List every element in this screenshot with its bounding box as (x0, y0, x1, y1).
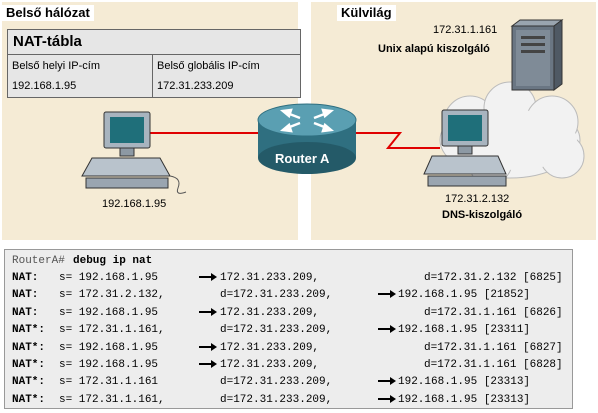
dns-server-icon (423, 109, 507, 187)
nat-inside-local-value: 192.168.1.95 (12, 80, 77, 92)
debug-line-translated: 172.31.233.209, (220, 341, 320, 354)
debug-command: debug ip nat (73, 255, 153, 267)
nat-inside-local-header: Belső helyi IP-cím (12, 60, 101, 72)
debug-line-destination: d=172.31.1.161 [6828] (424, 359, 563, 371)
debug-line-destination: d=172.31.1.161 [6827] (424, 341, 563, 354)
pc-icon (81, 111, 187, 194)
debug-line-source: s= 172.31.1.161, (59, 324, 165, 337)
nat-inside-global-header: Belső globális IP-cím (157, 60, 260, 72)
debug-prompt: RouterA# (12, 255, 65, 267)
debug-line-translated: 172.31.233.209, (220, 306, 320, 319)
nat-inside-global-value: 172.31.233.209 (157, 80, 234, 92)
debug-line-prefix: NAT*: (12, 376, 46, 389)
debug-line-prefix: NAT*: (12, 393, 46, 406)
nat-table: NAT-tábla Belső helyi IP-cím Belső globá… (7, 29, 301, 98)
debug-console: RouterA# debug ip nat NAT: s= 192.168.1.9… (4, 249, 573, 409)
debug-line-destination: d=172.31.1.161 [6826] (424, 306, 563, 319)
debug-line-source: s= 172.31.1.161 (59, 376, 159, 389)
nat-table-column-divider (152, 54, 153, 97)
debug-line-destination: 192.168.1.95 [21852] (398, 289, 531, 302)
debug-line-source: s= 192.168.1.95 (59, 341, 159, 354)
debug-line-prefix: NAT*: (12, 324, 46, 337)
network-diagram (81, 19, 585, 194)
debug-line-translated: 172.31.233.209, (220, 272, 320, 284)
debug-line-translated: d=172.31.233.209, (220, 376, 333, 389)
debug-line-translated: d=172.31.233.209, (220, 393, 333, 406)
debug-line-source: s= 192.168.1.95 (59, 272, 159, 284)
debug-line-source: s= 192.168.1.95 (59, 306, 159, 319)
debug-line-destination: 192.168.1.95 [23313] (398, 376, 531, 389)
debug-line-translated: 172.31.233.209, (220, 359, 320, 371)
debug-line-source: s= 192.168.1.95 (59, 359, 159, 371)
unix-server-icon (510, 19, 564, 91)
router-icon (257, 103, 357, 174)
debug-line-prefix: NAT: (12, 306, 39, 319)
unix-server-ip-label: 172.31.1.161 (433, 24, 498, 36)
inside-network-title: Belső hálózat (2, 5, 94, 21)
pc-ip-label: 192.168.1.95 (102, 198, 167, 210)
debug-line-prefix: NAT: (12, 272, 39, 284)
nat-table-title: NAT-tábla (13, 33, 82, 50)
debug-line-translated: d=172.31.233.209, (220, 289, 333, 302)
debug-line-prefix: NAT: (12, 289, 39, 302)
debug-line-destination: d=172.31.2.132 [6825] (424, 272, 563, 284)
dns-server-name-label: DNS-kiszolgáló (442, 209, 523, 221)
outside-world-title: Külvilág (337, 5, 396, 21)
router-wan-link (355, 132, 440, 149)
dns-server-ip-label: 172.31.2.132 (445, 193, 510, 205)
debug-command-line: RouterA# debug ip nat (12, 253, 152, 269)
debug-line-source: s= 172.31.2.132, (59, 289, 165, 302)
unix-server-name-label: Unix alapú kiszolgáló (378, 43, 490, 55)
debug-line-translated: d=172.31.233.209, (220, 324, 333, 337)
debug-line-prefix: NAT*: (12, 359, 46, 371)
debug-line-destination: 192.168.1.95 [23311] (398, 324, 531, 337)
debug-line-prefix: NAT*: (12, 341, 46, 354)
nat-table-divider (8, 54, 300, 55)
debug-line-destination: 192.168.1.95 [23313] (398, 393, 531, 406)
debug-line-source: s= 172.31.1.161, (59, 393, 165, 406)
router-label: Router A (275, 151, 330, 166)
